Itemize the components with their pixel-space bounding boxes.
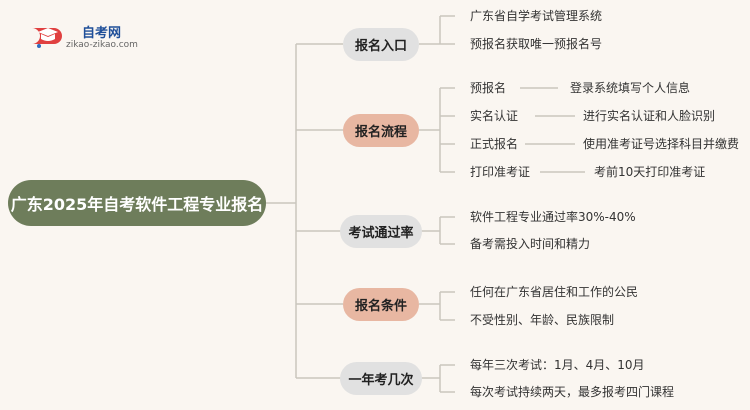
branch-registration-entry: 报名入口 [343,28,419,61]
leaf-item: 任何在广东省居住和工作的公民 [470,285,639,299]
leaf-item: 不受性别、年龄、民族限制 [470,313,615,327]
leaf-item: 预报名获取唯一预报名号 [470,37,603,51]
leaf-item: 软件工程专业通过率30%-40% [470,210,636,224]
leaf-item: 广东省自学考试管理系统 [470,9,603,23]
site-logo: 自考网 zikao-zikao.com [30,18,170,58]
step-desc: 登录系统填写个人信息 [570,81,691,95]
brand-domain: zikao-zikao.com [66,40,138,50]
root-node: 广东2025年自考软件工程专业报名 [8,180,266,226]
step-name: 正式报名 [470,137,519,151]
step-desc: 使用准考证号选择科目并缴费 [583,137,740,151]
step-name: 打印准考证 [470,165,531,179]
leaf-item: 每年三次考试：1月、4月、10月 [470,358,645,372]
step-name: 实名认证 [470,109,519,123]
graduation-cap-icon [32,28,62,48]
branch-registration-process: 报名流程 [343,114,419,147]
step-desc: 进行实名认证和人脸识别 [583,109,716,123]
branch-pass-rate: 考试通过率 [340,215,422,248]
brand-name: 自考网 [82,26,122,41]
leaf-item: 备考需投入时间和精力 [470,237,591,251]
step-desc: 考前10天打印准考证 [594,165,706,179]
branch-exams-per-year: 一年考几次 [340,362,422,395]
branch-eligibility: 报名条件 [343,288,419,321]
leaf-item: 每次考试持续两天，最多报考四门课程 [470,385,675,399]
step-name: 预报名 [470,81,507,95]
